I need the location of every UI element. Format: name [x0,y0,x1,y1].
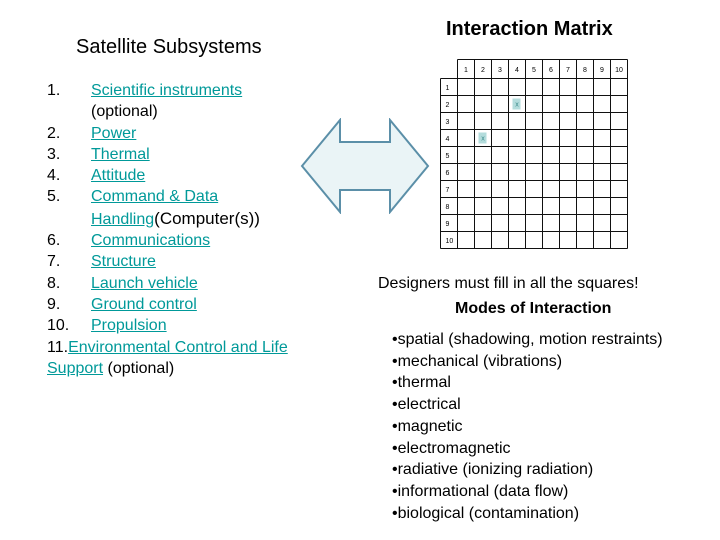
matrix-col-header: 8 [583,67,587,74]
item-number: 4. [47,167,61,185]
mode-item: •magnetic [392,417,463,435]
matrix-row-header: 8 [446,204,450,211]
item-number: 6. [47,232,61,250]
matrix-row-header: 3 [446,119,450,126]
mode-item: •informational (data flow) [392,482,569,500]
item-number: 3. [47,145,61,163]
matrix-col-header: 10 [615,67,623,74]
matrix-filled-cells: xx [478,98,521,144]
subsystem-link[interactable]: Environmental Control and Life Support [47,338,288,377]
subsystem-link[interactable]: Ground control [91,295,197,313]
subsystem-link[interactable]: Propulsion [91,317,167,335]
left-title: Satellite Subsystems [76,36,262,58]
subsystem-link[interactable]: Communications [91,232,211,250]
item-note: (Computer(s)) [154,208,260,228]
list-item: 6. Communications [47,230,337,251]
arrow-shape [300,118,430,214]
item-number: 11. [47,338,69,356]
mode-item: •thermal [392,374,451,392]
item-number: 1. [47,82,61,99]
subsystem-link[interactable]: Attitude [91,167,146,185]
matrix-row-header: 2 [446,102,450,109]
matrix-row-header: 1 [446,85,450,92]
subsystem-list: 1. Scientific instruments (optional) 2. … [47,80,337,379]
item-number: 10. [47,317,70,335]
item-number: 5. [47,188,61,206]
double-arrow-icon [300,118,430,214]
list-item: 2. Power [47,123,337,144]
subsystem-link[interactable]: Power [91,124,137,142]
list-item: 7. Structure [47,251,337,272]
matrix-labels: 1 2 3 4 5 6 7 8 9 10 1 2 3 4 5 6 7 8 9 10 [446,67,623,245]
list-item: 11.Environmental Control and Life Suppor… [47,337,337,380]
modes-title: Modes of Interaction [455,300,612,317]
item-number: 7. [47,253,61,271]
list-item: 10. Propulsion [47,315,337,336]
item-note: (optional) [107,359,175,377]
matrix-col-header: 5 [532,67,536,74]
list-item: 1. Scientific instruments (optional) [47,80,337,123]
mode-item: •radiative (ionizing radiation) [392,461,594,479]
matrix-row-header: 9 [446,221,450,228]
subsystem-link[interactable]: Command & Data Handling [91,188,219,228]
matrix-row-header: 4 [446,136,450,143]
mode-item: •mechanical (vibrations) [392,352,563,370]
item-number: 8. [47,274,61,292]
item-note: (optional) [91,103,158,121]
item-number: 9. [47,295,61,313]
matrix-row-header: 10 [446,238,454,245]
designers-note: Designers must fill in all the squares! [378,275,639,292]
list-item: 8. Launch vehicle [47,273,337,294]
matrix-filled-cell [512,98,521,110]
matrix-col-header: 9 [600,67,604,74]
mode-item: •electrical [392,396,461,414]
subsystem-link[interactable]: Thermal [91,145,150,163]
list-item: 4. Attitude [47,165,337,186]
subsystem-link[interactable]: Scientific instruments [91,82,243,99]
matrix-filled-cell [478,132,487,144]
item-number: 2. [47,124,61,142]
mode-item: •spatial (shadowing, motion restraints) [392,331,663,348]
matrix-col-header: 7 [566,67,570,74]
matrix-row-header: 6 [446,170,450,177]
subsystem-link[interactable]: Structure [91,253,156,271]
matrix-grid [440,59,628,249]
subsystem-link[interactable]: Launch vehicle [91,274,198,292]
list-item: 5. Command & Data Handling(Computer(s)) [47,186,337,230]
matrix-col-header: 4 [515,67,519,74]
mode-item: •biological (contamination) [392,504,580,522]
matrix-row-header: 7 [446,187,450,194]
matrix-row-header: 5 [446,153,450,160]
matrix-col-header: 3 [498,67,502,74]
mode-item: •electromagnetic [392,439,511,457]
modes-list: •spatial (shadowing, motion restraints) … [392,329,663,524]
list-item: 3. Thermal [47,144,337,165]
list-item: 9. Ground control [47,294,337,315]
matrix-cell-label: x [481,136,485,143]
right-title: Interaction Matrix [446,18,613,40]
matrix-col-header: 6 [549,67,553,74]
matrix-cell-label: x [515,102,519,109]
matrix-col-header: 2 [481,67,485,74]
matrix-col-header: 1 [464,67,468,74]
